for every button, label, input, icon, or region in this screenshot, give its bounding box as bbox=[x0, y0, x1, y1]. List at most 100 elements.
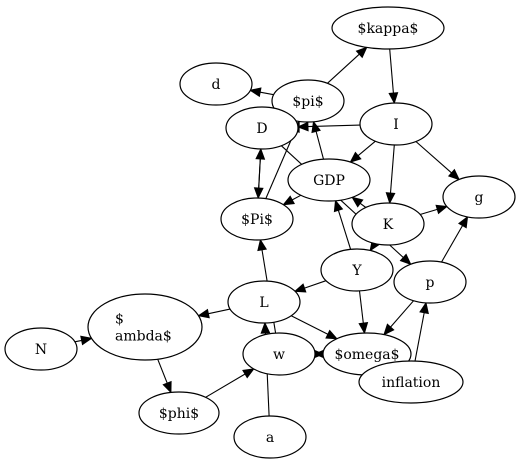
node-label: D bbox=[256, 121, 267, 137]
edge-p-to-g bbox=[441, 215, 469, 263]
edge-line bbox=[358, 290, 364, 324]
edge-line bbox=[357, 140, 376, 157]
edge-line bbox=[315, 131, 325, 160]
arrowhead-icon bbox=[296, 121, 309, 132]
edge-line bbox=[359, 202, 367, 208]
edge-line bbox=[390, 300, 415, 328]
edge-I-to-K bbox=[385, 144, 396, 205]
arrowhead-icon bbox=[355, 46, 368, 59]
edge-line bbox=[208, 308, 231, 315]
node-ellipse bbox=[442, 175, 516, 219]
node-ellipse bbox=[227, 280, 301, 324]
node-inflation: inflation bbox=[358, 360, 464, 404]
node-d: d bbox=[179, 62, 253, 106]
node-ellipse bbox=[287, 158, 371, 202]
edge-pi-to-d bbox=[249, 87, 274, 98]
edge-Y-to-GDP bbox=[333, 199, 352, 250]
node-label: $omega$ bbox=[334, 347, 399, 363]
node-ellipse bbox=[271, 79, 345, 123]
edge-phi-to-w bbox=[205, 368, 255, 398]
node-ellipse bbox=[4, 327, 78, 371]
edge-p-to-omega bbox=[383, 300, 415, 336]
node-GDP: GDP bbox=[287, 158, 371, 202]
edge-I-to-g bbox=[415, 141, 461, 181]
node-label: N bbox=[35, 342, 47, 358]
node-phi: $phi$ bbox=[138, 391, 220, 435]
edge-line bbox=[205, 373, 246, 398]
arrowhead-icon bbox=[162, 380, 172, 394]
edge-line bbox=[304, 280, 327, 289]
node-lambda: $ambda$ bbox=[87, 293, 203, 361]
node-label: a bbox=[266, 430, 274, 446]
node-ellipse bbox=[220, 197, 294, 241]
arrowhead-icon bbox=[242, 368, 255, 379]
edge-line bbox=[290, 315, 329, 335]
node-label: $pi$ bbox=[292, 94, 323, 110]
arrowhead-icon bbox=[255, 147, 266, 160]
edge-line bbox=[157, 358, 168, 384]
arrowhead-icon bbox=[311, 120, 321, 134]
edge-line bbox=[74, 339, 82, 343]
node-label: $kappa$ bbox=[358, 21, 419, 37]
edge-Y-to-L bbox=[293, 280, 327, 293]
arrowhead-icon bbox=[293, 283, 307, 293]
edge-pi-to-kappa bbox=[327, 46, 368, 84]
node-g: g bbox=[442, 175, 516, 219]
arrowhead-icon bbox=[257, 238, 268, 252]
edge-line bbox=[265, 130, 296, 199]
edges-layer bbox=[74, 46, 469, 417]
node-label: $phi$ bbox=[159, 406, 199, 422]
edge-L-to-lambda bbox=[197, 308, 231, 319]
node-N: N bbox=[4, 327, 78, 371]
arrowhead-icon bbox=[388, 92, 399, 105]
arrowhead-icon bbox=[458, 215, 469, 229]
edge-line bbox=[415, 141, 452, 174]
node-ellipse bbox=[225, 106, 299, 150]
node-label: w bbox=[273, 347, 285, 363]
node-Y: Y bbox=[320, 248, 394, 292]
edge-line bbox=[337, 210, 352, 250]
node-ellipse bbox=[242, 332, 316, 376]
edge-L-to-omega bbox=[290, 315, 338, 340]
edge-N-to-lambda bbox=[74, 335, 93, 346]
node-ellipse bbox=[331, 6, 445, 50]
edge-line bbox=[419, 208, 438, 216]
node-Pi: $Pi$ bbox=[220, 197, 294, 241]
arrowhead-icon bbox=[435, 204, 449, 215]
edge-lambda-to-phi bbox=[157, 358, 172, 394]
edge-line bbox=[260, 91, 274, 96]
node-I: I bbox=[359, 102, 433, 146]
node-ellipse bbox=[320, 248, 394, 292]
edge-line bbox=[389, 144, 395, 194]
node-label: g bbox=[475, 190, 484, 206]
arrowhead-icon bbox=[383, 323, 395, 336]
arrowhead-icon bbox=[419, 301, 429, 315]
edge-line bbox=[257, 158, 261, 199]
edge-I-to-D bbox=[296, 121, 361, 132]
edge-GDP-to-pi bbox=[311, 120, 325, 160]
node-label: $ bbox=[115, 312, 124, 328]
node-ellipse bbox=[351, 202, 425, 246]
arrowhead-icon bbox=[358, 322, 369, 335]
node-label: inflation bbox=[382, 375, 441, 391]
node-label: GDP bbox=[313, 173, 345, 189]
node-label: d bbox=[212, 77, 221, 93]
node-ellipse bbox=[359, 102, 433, 146]
node-a: a bbox=[233, 415, 307, 459]
arrowhead-icon bbox=[447, 168, 461, 181]
arrowhead-icon bbox=[282, 195, 296, 206]
node-ellipse bbox=[138, 391, 220, 435]
edge-K-to-GDP bbox=[351, 196, 367, 208]
node-ellipse bbox=[358, 360, 464, 404]
arrowhead-icon bbox=[325, 329, 338, 340]
arrowhead-icon bbox=[333, 199, 344, 213]
edge-line bbox=[441, 225, 463, 263]
arrowhead-icon bbox=[249, 87, 262, 98]
node-label: I bbox=[393, 117, 399, 133]
node-ellipse bbox=[393, 260, 467, 304]
arrowhead-icon bbox=[260, 321, 271, 334]
edge-Y-to-omega bbox=[358, 290, 369, 335]
arrowhead-icon bbox=[80, 335, 93, 346]
arrowhead-icon bbox=[385, 192, 396, 205]
